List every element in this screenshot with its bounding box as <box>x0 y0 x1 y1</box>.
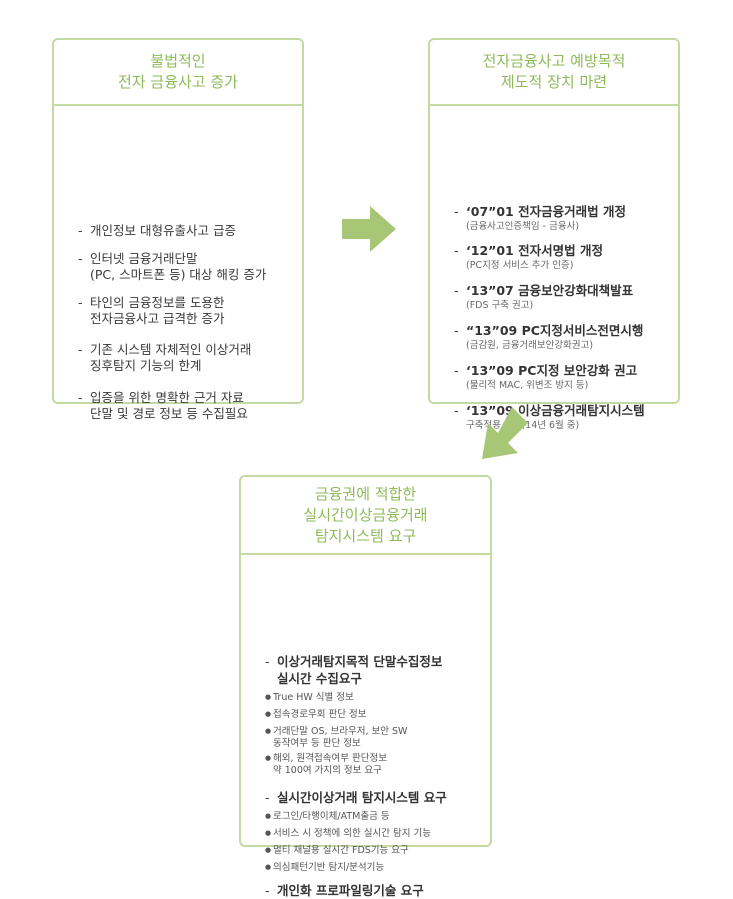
bullet-icon: ● <box>265 812 272 820</box>
list-item: -입증을 위한 명확한 근거 자료 단말 및 경로 정보 등 수집필요 <box>78 390 248 421</box>
bullet-item: ●멀티 채널용 실시간 FDS기능 요구 <box>265 845 409 856</box>
cause-box: 불법적인 전자 금융사고 증가 -개인정보 대형유출사고 급증 -인터넷 금융거… <box>52 38 304 421</box>
section-title: -이상거래탐지목적 단말수집정보 실시간 수집요구 <box>265 654 443 686</box>
title-line: 탐지시스템 요구 <box>314 526 417 545</box>
list-item: -‘13”09 PC지정 보안강화 권고 (물리적 MAC, 위변조 방지 등) <box>454 363 638 391</box>
arrow-down-left-icon <box>482 407 528 459</box>
bullet-item: ●거래단말 OS, 브라우저, 보안 SW 동작여부 등 판단 정보 <box>265 726 408 749</box>
title-line: 전자금융사고 예방목적 <box>482 52 626 70</box>
list-item: -개인정보 대형유출사고 급증 <box>78 223 236 238</box>
bullet-icon: ● <box>265 710 272 718</box>
bullet-icon: ● <box>265 727 272 735</box>
bullet-item: ●접속경로우회 판단 정보 <box>265 709 367 720</box>
bullet-item: ●해외, 원격접속여부 판단정보 약 100여 가지의 정보 요구 <box>265 753 387 776</box>
title-line: 제도적 장치 마련 <box>500 73 608 91</box>
regulation-box: 전자금융사고 예방목적 제도적 장치 마련 -‘07”01 전자금융거래법 개정… <box>428 38 680 431</box>
bullet-icon: ● <box>265 754 272 762</box>
list-item: -‘07”01 전자금융거래법 개정 (금융사고인증책임 - 금융사) <box>454 204 626 232</box>
list-item: -인터넷 금융거래단말 (PC, 스마트폰 등) 대상 해킹 증가 <box>78 251 267 282</box>
list-item: -타인의 금융정보를 도용한 전자금융사고 급격한 증가 <box>78 295 225 326</box>
arrow-right-icon <box>342 206 396 252</box>
cause-box-title: 불법적인 전자 금융사고 증가 <box>54 40 302 106</box>
bullet-item: ●의심패턴기반 탐지/분석기능 <box>265 862 385 873</box>
bullet-item: ●서비스 시 정책에 의한 실시간 탐지 기능 <box>265 828 431 839</box>
bullet-icon: ● <box>265 693 272 701</box>
section-title: -개인화 프로파일링기술 요구 <box>265 883 424 898</box>
bullet-icon: ● <box>265 863 272 871</box>
title-line: 전자 금융사고 증가 <box>118 73 238 91</box>
requirement-box-title: 금융권에 적합한 실시간이상금융거래 탐지시스템 요구 <box>241 477 490 555</box>
section-title: -실시간이상거래 탐지시스템 요구 <box>265 790 447 805</box>
list-item: -“13”09 PC지정서비스전면시행 (금감원, 금융거래보안강화권고) <box>454 323 644 351</box>
bullet-item: ●로그인/타행이체/ATM출금 등 <box>265 811 390 822</box>
title-line: 실시간이상금융거래 <box>303 505 428 524</box>
list-item: -기존 시스템 자체적인 이상거래 징후탐지 기능의 한계 <box>78 342 252 373</box>
regulation-box-title: 전자금융사고 예방목적 제도적 장치 마련 <box>430 40 678 106</box>
list-item: -‘13”07 금융보안강화대책발표 (FDS 구축 권고) <box>454 283 634 311</box>
bullet-icon: ● <box>265 846 272 854</box>
title-line: 금융권에 적합한 <box>314 484 417 503</box>
bullet-item: ●True HW 식별 정보 <box>265 692 354 703</box>
title-line: 불법적인 <box>150 52 206 70</box>
list-item: -‘12”01 전자서명법 개정 (PC지정 서비스 추가 인증) <box>454 243 603 271</box>
requirement-box: 금융권에 적합한 실시간이상금융거래 탐지시스템 요구 -이상거래탐지목적 단말… <box>239 475 492 898</box>
bullet-icon: ● <box>265 829 272 837</box>
